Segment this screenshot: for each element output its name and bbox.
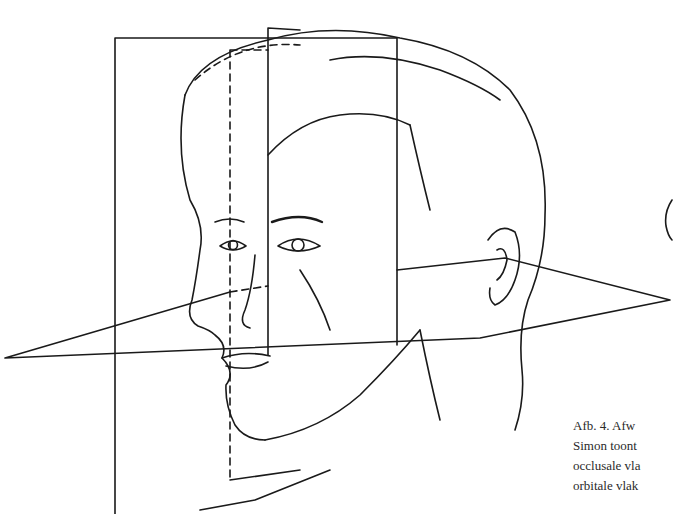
- dashed-horizontal-edge: [230, 286, 268, 292]
- face-profile: [181, 95, 265, 440]
- caption-line: Afb. 4. Afw: [573, 418, 635, 434]
- hair-line: [330, 57, 500, 100]
- nose: [242, 255, 255, 328]
- ear-inner: [497, 249, 507, 280]
- lower-plane-edges: [200, 470, 330, 510]
- caption-line: orbitale vlak: [573, 478, 638, 494]
- sagittal-plane: [268, 28, 300, 355]
- hair-line: [268, 114, 410, 155]
- caption-line: Simon toont: [573, 438, 637, 454]
- eye: [220, 241, 246, 250]
- mouth: [222, 353, 270, 368]
- ear: [488, 228, 520, 305]
- dashed-plane: [230, 50, 268, 480]
- skull-outline: [185, 30, 545, 430]
- partial-shape: [666, 200, 672, 240]
- eye: [278, 239, 320, 251]
- jaw-line: [265, 330, 420, 440]
- eyebrow: [215, 219, 244, 222]
- horizontal-plane: [5, 258, 670, 358]
- iris: [229, 241, 238, 250]
- eyebrow: [272, 217, 322, 222]
- neck-line: [420, 330, 440, 420]
- iris: [292, 239, 304, 251]
- cheek-line: [300, 270, 330, 330]
- frontal-plane: [115, 38, 397, 514]
- temple-line: [410, 125, 430, 210]
- caption-line: occlusale vla: [573, 458, 641, 474]
